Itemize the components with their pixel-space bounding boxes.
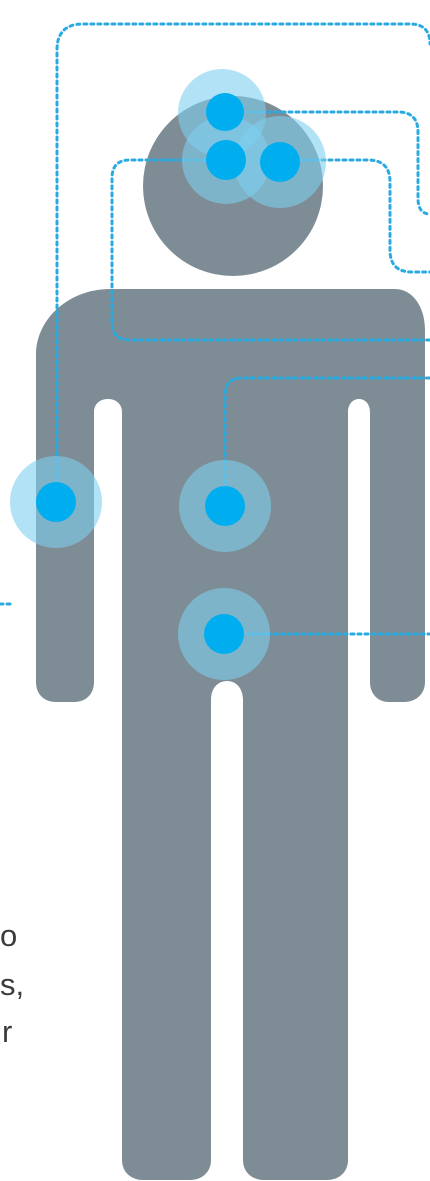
location-marker-dot-icon bbox=[205, 486, 245, 526]
location-marker-dot-icon bbox=[206, 93, 244, 131]
body-shape bbox=[36, 289, 425, 1180]
cropped-text-fragment: s, bbox=[0, 969, 24, 1000]
location-marker-dot-icon bbox=[204, 614, 244, 654]
location-marker-dot-icon bbox=[206, 140, 246, 180]
cropped-text-fragment: o bbox=[0, 920, 17, 951]
cropped-text-fragment: r bbox=[2, 1016, 12, 1047]
location-marker-dot-icon bbox=[36, 482, 76, 522]
location-marker-dot-icon bbox=[260, 142, 300, 182]
